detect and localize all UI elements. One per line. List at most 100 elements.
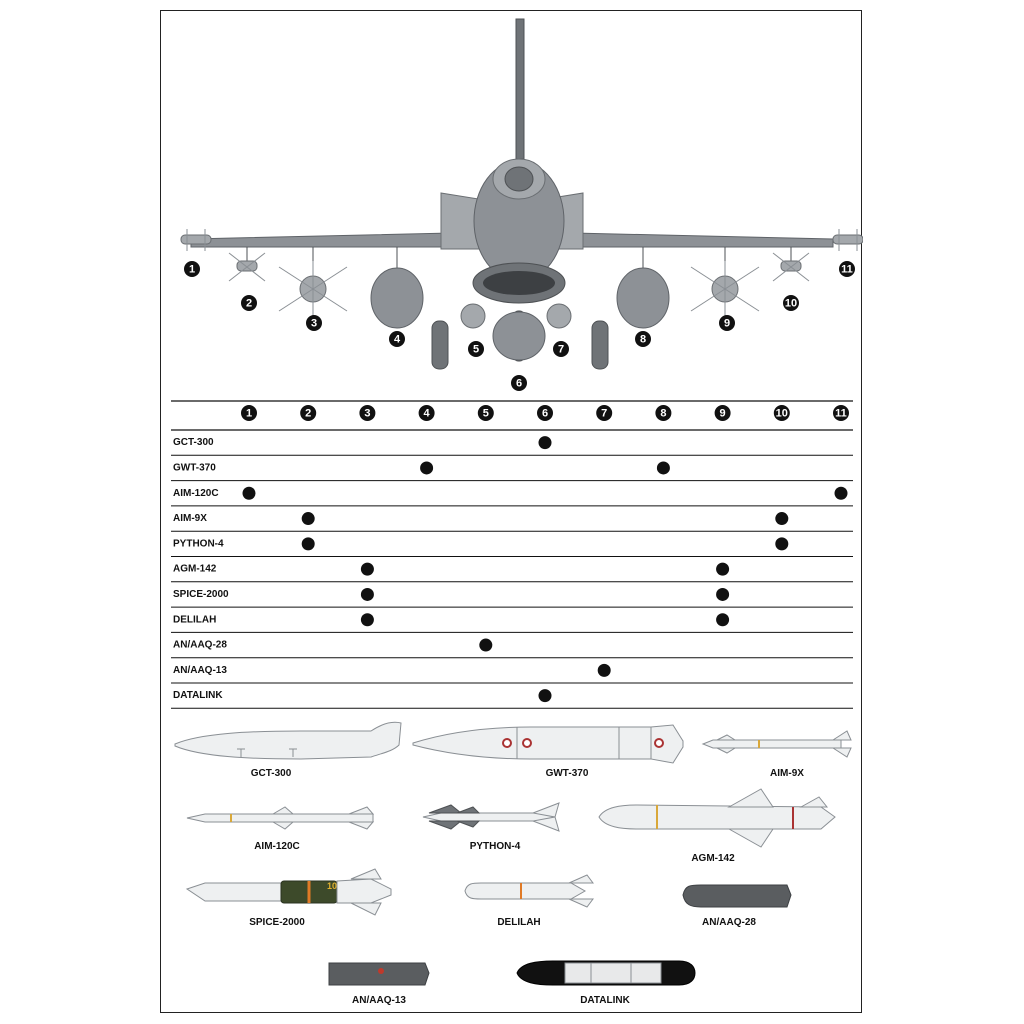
station-callout-10: 10 [783,295,799,311]
table-row: AN/AAQ-13 [171,663,853,684]
caption-gwt-370: GWT-370 [546,768,589,779]
compatibility-marker [656,461,670,475]
compatibility-marker [242,486,256,500]
header-marker [359,405,376,421]
header-number: 11 [835,408,847,420]
callout-marker [511,375,527,391]
row-label: DELILAH [173,614,216,625]
callout-marker [389,331,405,347]
compatibility-marker [301,537,315,551]
compatibility-marker [479,638,493,652]
caption-delilah: DELILAH [497,917,540,928]
compatibility-marker [360,562,374,576]
compatibility-marker [360,613,374,627]
compatibility-marker [360,587,374,601]
caption-aim-120c: AIM-120C [254,841,300,852]
caption-an-aaq-28: AN/AAQ-28 [702,917,756,928]
row-label: GWT-370 [173,462,216,473]
callout-marker [241,295,257,311]
callout-number: 8 [640,334,646,346]
row-label: AN/AAQ-28 [173,640,227,651]
callout-number: 1 [189,264,195,276]
row-label: DATALINK [173,690,223,701]
header-number: 8 [660,408,666,420]
header-number: 1 [246,408,252,420]
station-7-store [546,303,572,329]
station-callout-2: 2 [241,295,257,311]
table-row: DATALINK [171,689,853,709]
header-station-7: 7 [596,405,613,421]
store-delilah: DELILAH [464,874,594,928]
table-row: AGM-142 [171,562,853,583]
compatibility-marker [775,537,789,551]
table-row: SPICE-2000 [171,587,853,608]
compatibility-marker [775,512,789,526]
caption-agm-142: AGM-142 [691,853,735,864]
callout-marker [184,261,200,277]
callout-number: 3 [311,318,317,330]
header-number: 2 [305,408,311,420]
store-aim-120c: AIM-120C [186,806,375,852]
station-callout-8: 8 [635,331,651,347]
left-wing [190,232,452,248]
header-marker [241,405,257,421]
callout-marker [468,341,484,357]
station-8-store [616,247,670,329]
row-label: AN/AAQ-13 [173,665,227,676]
row-label: GCT-300 [173,437,214,448]
header-number: 4 [424,408,431,420]
table-row: PYTHON-4 [171,537,853,557]
callout-number: 4 [394,334,401,346]
station-4-store [370,247,424,329]
caption-python-4: PYTHON-4 [470,841,521,852]
callout-marker [839,261,855,277]
compatibility-marker [538,436,552,450]
station-9-store [690,247,760,317]
station-callout-5: 5 [468,341,484,357]
header-station-4: 4 [418,405,435,421]
left-main-gear [431,320,449,370]
station-callout-9: 9 [719,315,735,331]
compatibility-marker [538,689,552,703]
callout-marker [306,315,322,331]
station-callout-3: 3 [306,315,322,331]
header-marker [418,405,435,421]
header-marker [537,405,553,421]
right-main-gear [591,320,609,370]
caption-aim-9x: AIM-9X [770,768,804,779]
table-row: AIM-9X [171,512,853,532]
compatibility-marker [420,461,434,475]
header-marker [773,405,790,421]
store-an-aaq-13: AN/AAQ-13 [328,962,430,1006]
station-callout-4: 4 [389,331,405,347]
header-station-5: 5 [477,405,494,421]
header-station-6: 6 [537,405,553,421]
station-3-store [278,247,348,317]
station-5-store [460,303,486,329]
row-label: PYTHON-4 [173,538,224,549]
header-number: 5 [483,408,489,420]
right-wing [572,232,834,248]
vertical-tail [515,18,525,160]
caption-gct-300: GCT-300 [251,768,292,779]
header-number: 6 [542,408,548,420]
store-gct-300: GCT-300 [174,721,402,779]
store-python-4: PYTHON-4 [422,802,560,852]
row-label: AGM-142 [173,564,217,575]
row-label: SPICE-2000 [173,589,229,600]
station-callout-11: 11 [839,261,855,277]
header-station-1: 1 [241,405,257,421]
header-marker [596,405,613,421]
table-row: DELILAH [171,613,853,633]
header-station-10: 10 [773,405,790,421]
header-number: 9 [720,408,726,420]
row-label: AIM-120C [173,488,219,499]
header-marker [714,405,731,421]
station-10-store [772,247,810,282]
station-1-store [180,229,212,251]
